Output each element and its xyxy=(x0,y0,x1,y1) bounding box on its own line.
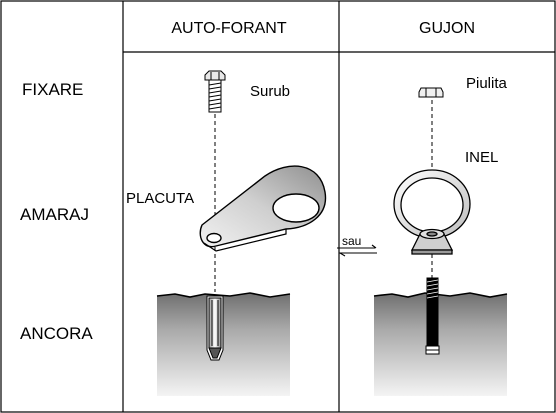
column-header-auto-forant: AUTO-FORANT xyxy=(171,20,286,37)
ground-right xyxy=(373,292,508,396)
plate-icon xyxy=(199,165,327,252)
row-label-amaraj: AMARAJ xyxy=(20,205,89,224)
nut-icon xyxy=(418,87,444,98)
ring-icon xyxy=(393,169,471,255)
row-label-fixare: FIXARE xyxy=(22,80,83,99)
label-placuta: PLACUTA xyxy=(126,190,194,207)
label-piulita: Piulita xyxy=(466,75,508,92)
label-surub: Surub xyxy=(250,83,290,100)
swap-arrows-icon xyxy=(337,244,377,257)
column-header-gujon: GUJON xyxy=(419,20,475,37)
stud-anchor-icon xyxy=(425,277,440,355)
screw-icon xyxy=(204,70,226,113)
self-drilling-anchor-icon xyxy=(206,295,224,361)
label-inel: INEL xyxy=(465,149,498,166)
label-sau: sau xyxy=(342,234,361,248)
row-label-ancora: ANCORA xyxy=(20,324,93,343)
